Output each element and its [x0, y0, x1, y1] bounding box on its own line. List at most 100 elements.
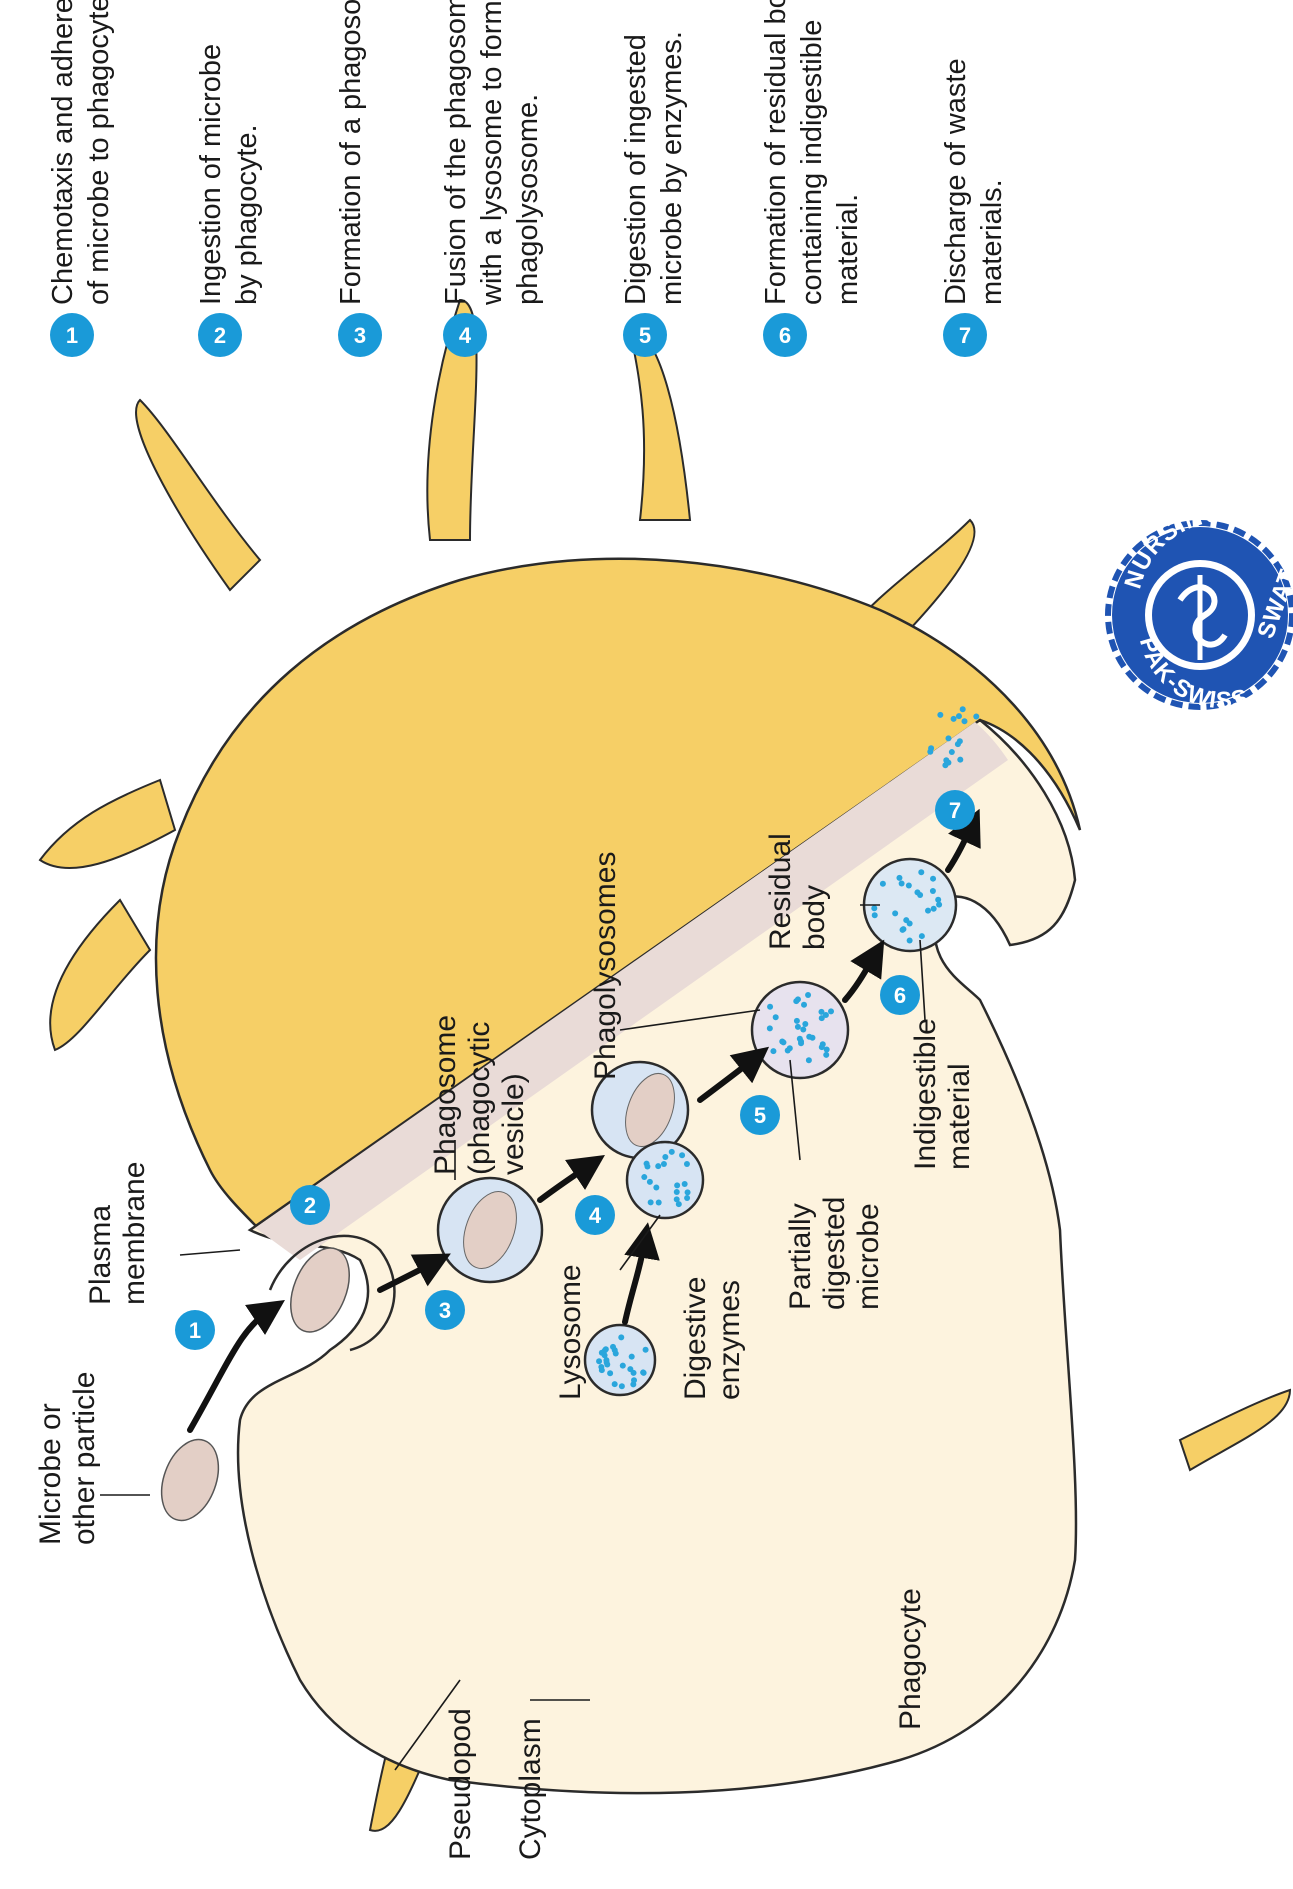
enzyme-dot	[794, 1018, 800, 1024]
enzyme-dot	[795, 996, 801, 1002]
enzyme-dot	[943, 757, 949, 763]
badge-5: 5	[740, 1095, 780, 1135]
enzyme-dot	[927, 749, 933, 755]
enzyme-dot	[896, 875, 902, 881]
svg-text:7: 7	[959, 323, 971, 348]
enzyme-dot	[942, 762, 948, 768]
enzyme-dot	[925, 908, 931, 914]
enzyme-dot	[798, 1040, 804, 1046]
enzyme-dot	[770, 1048, 776, 1054]
enzyme-dot	[806, 1034, 812, 1040]
enzyme-dot	[973, 714, 979, 720]
enzyme-dot	[679, 1152, 685, 1158]
enzyme-dot	[907, 938, 913, 944]
enzyme-dot	[951, 716, 957, 722]
badge-4: 4	[575, 1195, 615, 1235]
legend-step-3: 3 Formation of a phagosome.	[335, 0, 382, 357]
svg-text:6: 6	[779, 323, 791, 348]
label-cytoplasm: Cytoplasm	[514, 1718, 547, 1860]
enzyme-dot	[647, 1179, 653, 1185]
enzyme-dot	[960, 706, 966, 712]
enzyme-dot	[801, 1002, 807, 1008]
label-microbe: Microbe orother particle	[34, 1372, 101, 1545]
enzyme-dot	[899, 881, 905, 887]
svg-text:5: 5	[754, 1103, 766, 1128]
svg-text:7: 7	[949, 798, 961, 823]
enzyme-dot	[957, 757, 963, 763]
enzyme-dot	[880, 881, 886, 887]
enzyme-dot	[819, 1044, 825, 1050]
svg-text:2: 2	[304, 1193, 316, 1218]
svg-text:3: 3	[354, 323, 366, 348]
enzyme-dot	[648, 1199, 654, 1205]
svg-text:1: 1	[189, 1318, 201, 1343]
svg-text:5: 5	[639, 323, 651, 348]
enzyme-dot	[618, 1334, 624, 1340]
enzyme-dot	[604, 1359, 610, 1365]
enzyme-dot	[656, 1199, 662, 1205]
enzyme-dot	[596, 1358, 602, 1364]
label-plasma-membrane: Plasmamembrane	[84, 1162, 151, 1305]
enzyme-dot	[669, 1149, 675, 1155]
free-microbe	[151, 1432, 229, 1529]
legend-step-4: 4 Fusion of the phagosomewith a lysosome…	[440, 0, 544, 357]
phagosome	[438, 1178, 542, 1282]
enzyme-dot	[956, 713, 962, 719]
enzyme-dot	[610, 1344, 616, 1350]
svg-text:4: 4	[589, 1203, 602, 1228]
enzyme-dot	[602, 1352, 608, 1358]
enzyme-dot	[945, 735, 951, 741]
enzyme-dot	[930, 888, 936, 894]
enzyme-dot	[641, 1174, 647, 1180]
enzyme-dot	[780, 1039, 786, 1045]
svg-text:Formation of a phagosome.: Formation of a phagosome.	[335, 0, 367, 305]
enzyme-dot	[937, 712, 943, 718]
enzyme-dot	[653, 1184, 659, 1190]
enzyme-dot	[599, 1367, 605, 1373]
enzyme-dot	[619, 1383, 625, 1389]
enzyme-dot	[684, 1161, 690, 1167]
enzyme-dot	[631, 1370, 637, 1376]
enzyme-dot	[676, 1201, 682, 1207]
badge-3: 3	[425, 1290, 465, 1330]
phagolysosome	[752, 982, 848, 1078]
enzyme-dot	[607, 1370, 613, 1376]
enzyme-dot	[795, 1024, 801, 1030]
legend-step-7: 7 Discharge of wastematerials.	[940, 58, 1008, 357]
svg-text:Discharge of wastematerials.: Discharge of wastematerials.	[940, 58, 1008, 305]
enzyme-dot	[641, 1370, 647, 1376]
enzyme-dot	[603, 1346, 609, 1352]
enzyme-dot	[900, 926, 906, 932]
badge-6: 6	[880, 975, 920, 1015]
enzyme-dot	[919, 933, 925, 939]
svg-text:1: 1	[66, 323, 78, 348]
enzyme-dot	[823, 1012, 829, 1018]
label-partially-digested: Partiallydigestedmicrobe	[784, 1197, 885, 1310]
enzyme-dot	[957, 738, 963, 744]
svg-text:Ingestion of microbeby phagocy: Ingestion of microbeby phagocyte.	[195, 44, 263, 305]
enzyme-dot	[684, 1195, 690, 1201]
enzyme-dot	[949, 749, 955, 755]
badge-1: 1	[175, 1310, 215, 1350]
enzyme-dot	[917, 892, 923, 898]
enzyme-dot	[674, 1182, 680, 1188]
enzyme-dot	[931, 906, 937, 912]
label-phagocyte: Phagocyte	[894, 1588, 927, 1730]
label-phagolysosomes: Phagolysosomes	[589, 852, 622, 1080]
enzyme-dot	[805, 992, 811, 998]
enzyme-dot	[629, 1354, 635, 1360]
enzyme-dot	[906, 882, 912, 888]
enzyme-dot	[612, 1381, 618, 1387]
phagocyte-cell-illustration: 1 2 3 4 5 6 7	[40, 300, 1290, 1831]
svg-text:6: 6	[894, 983, 906, 1008]
legend-step-2: 2 Ingestion of microbeby phagocyte.	[195, 44, 263, 357]
enzyme-dot	[872, 912, 878, 918]
enzyme-dot	[828, 1008, 834, 1014]
enzyme-dot	[930, 876, 936, 882]
enzyme-dot	[823, 1052, 829, 1058]
svg-text:2: 2	[214, 323, 226, 348]
enzyme-dot	[785, 1047, 791, 1053]
